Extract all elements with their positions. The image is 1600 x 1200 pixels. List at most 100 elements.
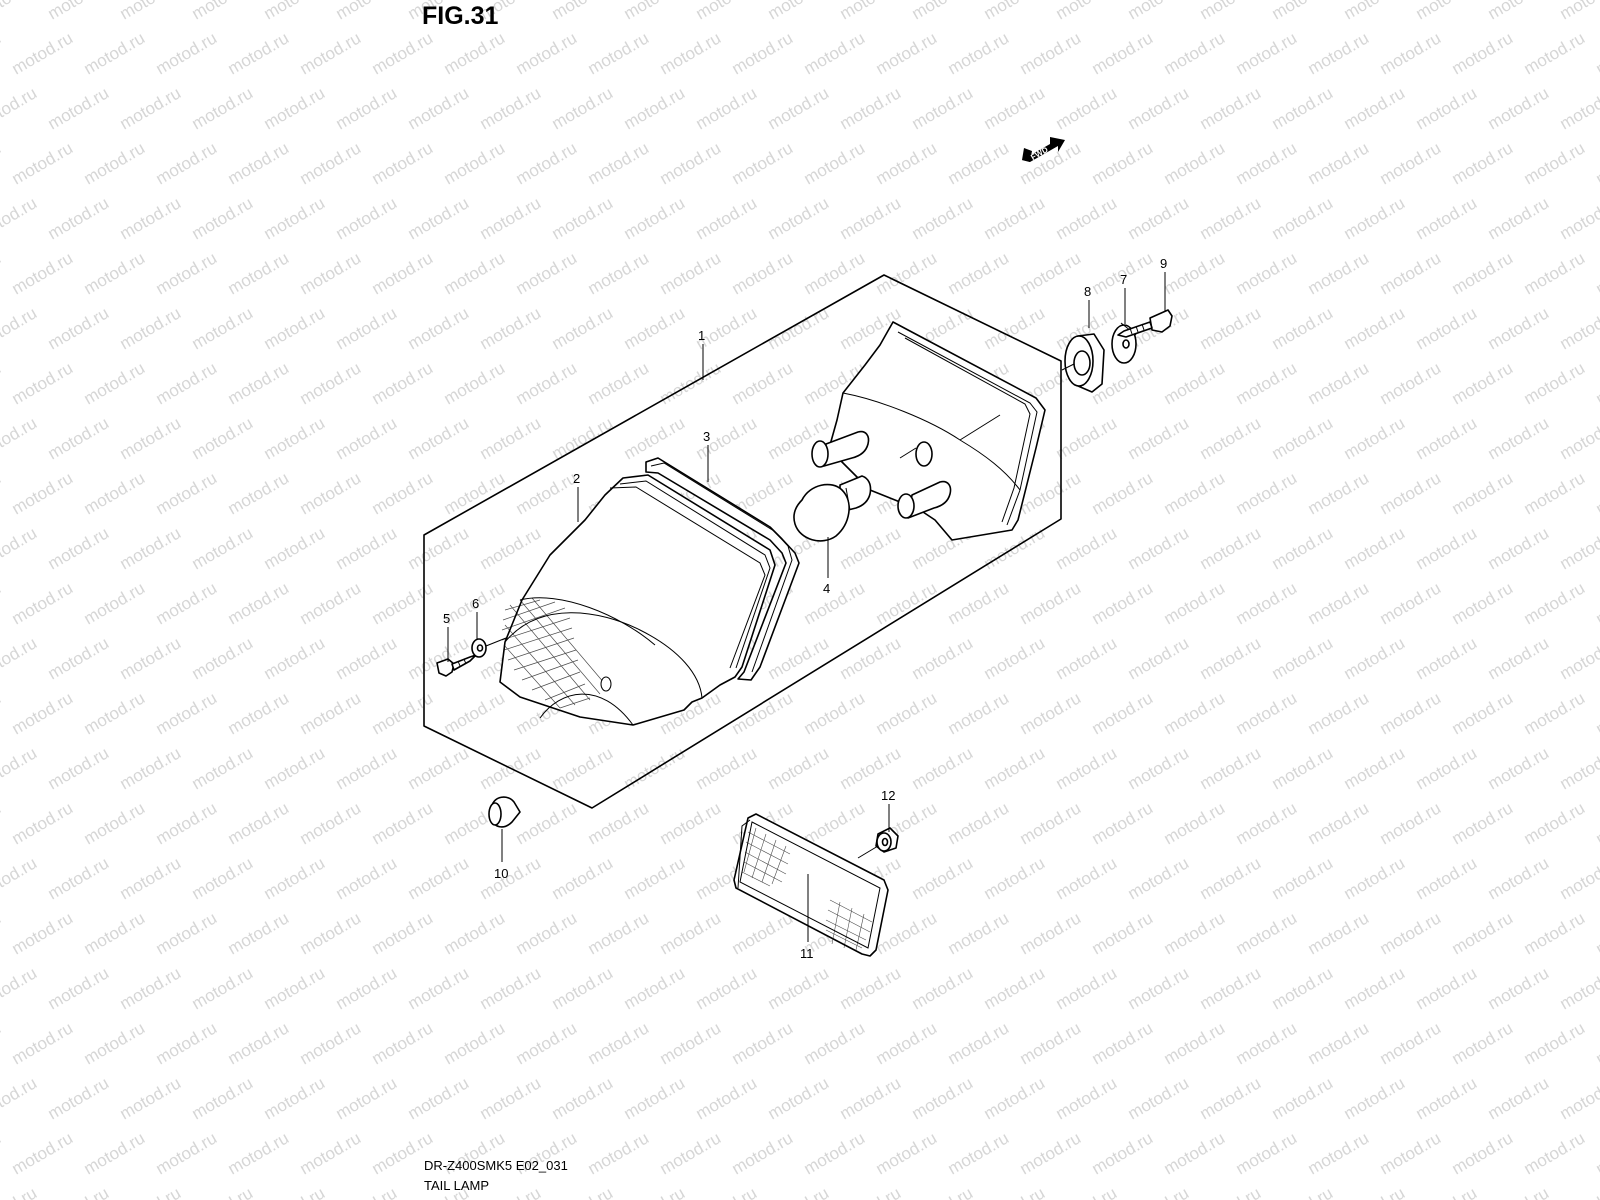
watermark-text: motod.ru — [1593, 908, 1600, 958]
watermark-text: motod.ru — [1485, 523, 1553, 573]
watermark-text: motod.ru — [189, 1073, 257, 1123]
watermark-text: motod.ru — [81, 358, 149, 408]
watermark-text: motod.ru — [1305, 138, 1373, 188]
watermark-text: motod.ru — [477, 853, 545, 903]
watermark-text: motod.ru — [1125, 1073, 1193, 1123]
watermark-text: motod.ru — [225, 798, 293, 848]
watermark-text: motod.ru — [981, 963, 1049, 1013]
part-nut — [857, 827, 899, 859]
watermark-text: motod.ru — [1557, 853, 1600, 903]
watermark-text: motod.ru — [477, 303, 545, 353]
watermark-text: motod.ru — [45, 83, 113, 133]
watermark-text: motod.ru — [297, 798, 365, 848]
watermark-text: motod.ru — [729, 1128, 797, 1178]
watermark-text: motod.ru — [513, 248, 581, 298]
watermark-text: motod.ru — [1161, 358, 1229, 408]
watermark-text: motod.ru — [9, 1128, 77, 1178]
watermark-text: motod.ru — [1485, 413, 1553, 463]
part-housing — [811, 321, 1046, 541]
watermark-text: motod.ru — [1341, 413, 1409, 463]
watermark-text: motod.ru — [1197, 193, 1265, 243]
watermark-text: motod.ru — [1161, 468, 1229, 518]
watermark-text: motod.ru — [657, 1018, 725, 1068]
watermark-text: motod.ru — [1557, 303, 1600, 353]
watermark-text: motod.ru — [657, 908, 725, 958]
watermark-text: motod.ru — [1053, 0, 1121, 23]
watermark-text: motod.ru — [0, 908, 4, 958]
watermark-text: motod.ru — [81, 28, 149, 78]
watermark-text: motod.ru — [225, 138, 293, 188]
watermark-text: motod.ru — [1305, 688, 1373, 738]
watermark-text: motod.ru — [333, 0, 401, 23]
watermark-text: motod.ru — [1341, 743, 1409, 793]
section-name: TAIL LAMP — [424, 1178, 490, 1193]
part-bulb — [793, 475, 872, 542]
watermark-text: motod.ru — [1053, 523, 1121, 573]
watermark-text: motod.ru — [945, 798, 1013, 848]
watermark-text: motod.ru — [1233, 1128, 1301, 1178]
watermark-text: motod.ru — [1089, 138, 1157, 188]
watermark-text: motod.ru — [0, 83, 40, 133]
watermark-text: motod.ru — [765, 1073, 833, 1123]
watermark-text: motod.ru — [945, 138, 1013, 188]
watermark-text: motod.ru — [477, 1073, 545, 1123]
watermark-text: motod.ru — [1557, 743, 1600, 793]
watermark-text: motod.ru — [1377, 248, 1445, 298]
watermark-text: motod.ru — [405, 303, 473, 353]
watermark-text: motod.ru — [1377, 578, 1445, 628]
watermark-text: motod.ru — [693, 83, 761, 133]
watermark-text: motod.ru — [837, 0, 905, 23]
watermark-text: motod.ru — [225, 1128, 293, 1178]
watermark-text: motod.ru — [333, 633, 401, 683]
watermark-text: motod.ru — [1161, 1018, 1229, 1068]
watermark-text: motod.ru — [765, 0, 833, 23]
watermark-text: motod.ru — [261, 743, 329, 793]
watermark-text: motod.ru — [0, 303, 40, 353]
watermark-text: motod.ru — [0, 138, 4, 188]
watermark-text: motod.ru — [45, 0, 113, 23]
watermark-text: motod.ru — [1377, 1128, 1445, 1178]
watermark-text: motod.ru — [1593, 1018, 1600, 1068]
callout-1: 1 — [698, 328, 705, 343]
watermark-text: motod.ru — [837, 83, 905, 133]
watermark-text: motod.ru — [981, 1183, 1049, 1200]
watermark-text: motod.ru — [1125, 743, 1193, 793]
watermark-text: motod.ru — [1233, 578, 1301, 628]
watermark-text: motod.ru — [1269, 853, 1337, 903]
watermark-text: motod.ru — [333, 963, 401, 1013]
watermark-text: motod.ru — [477, 963, 545, 1013]
watermark-text: motod.ru — [81, 578, 149, 628]
watermark-text: motod.ru — [549, 0, 617, 23]
watermark-text: motod.ru — [441, 358, 509, 408]
watermark-text: motod.ru — [765, 743, 833, 793]
watermark-text: motod.ru — [1341, 1183, 1409, 1200]
watermark-text: motod.ru — [1233, 908, 1301, 958]
watermark-text: motod.ru — [513, 28, 581, 78]
watermark-text: motod.ru — [1269, 0, 1337, 23]
watermark-text: motod.ru — [1197, 853, 1265, 903]
watermark-text: motod.ru — [369, 908, 437, 958]
watermark-text: motod.ru — [513, 468, 581, 518]
watermark-text: motod.ru — [81, 798, 149, 848]
watermark-text: motod.ru — [153, 358, 221, 408]
watermark-text: motod.ru — [1593, 358, 1600, 408]
watermark-text: motod.ru — [261, 853, 329, 903]
watermark-text: motod.ru — [729, 248, 797, 298]
watermark-text: motod.ru — [873, 138, 941, 188]
watermark-text: motod.ru — [0, 1183, 40, 1200]
watermark-text: motod.ru — [189, 1183, 257, 1200]
watermark-text: motod.ru — [1521, 908, 1589, 958]
watermark-text: motod.ru — [1557, 0, 1600, 23]
watermark-text: motod.ru — [1341, 1073, 1409, 1123]
watermark-text: motod.ru — [837, 743, 905, 793]
callout-8: 8 — [1084, 284, 1091, 299]
watermark-text: motod.ru — [1593, 28, 1600, 78]
watermark-text: motod.ru — [405, 523, 473, 573]
watermark-text: motod.ru — [1521, 248, 1589, 298]
watermark-text: motod.ru — [1413, 1183, 1481, 1200]
watermark-text: motod.ru — [1197, 0, 1265, 23]
watermark-text: motod.ru — [117, 1073, 185, 1123]
watermark-text: motod.ru — [945, 28, 1013, 78]
watermark-text: motod.ru — [261, 633, 329, 683]
watermark-text: motod.ru — [945, 688, 1013, 738]
